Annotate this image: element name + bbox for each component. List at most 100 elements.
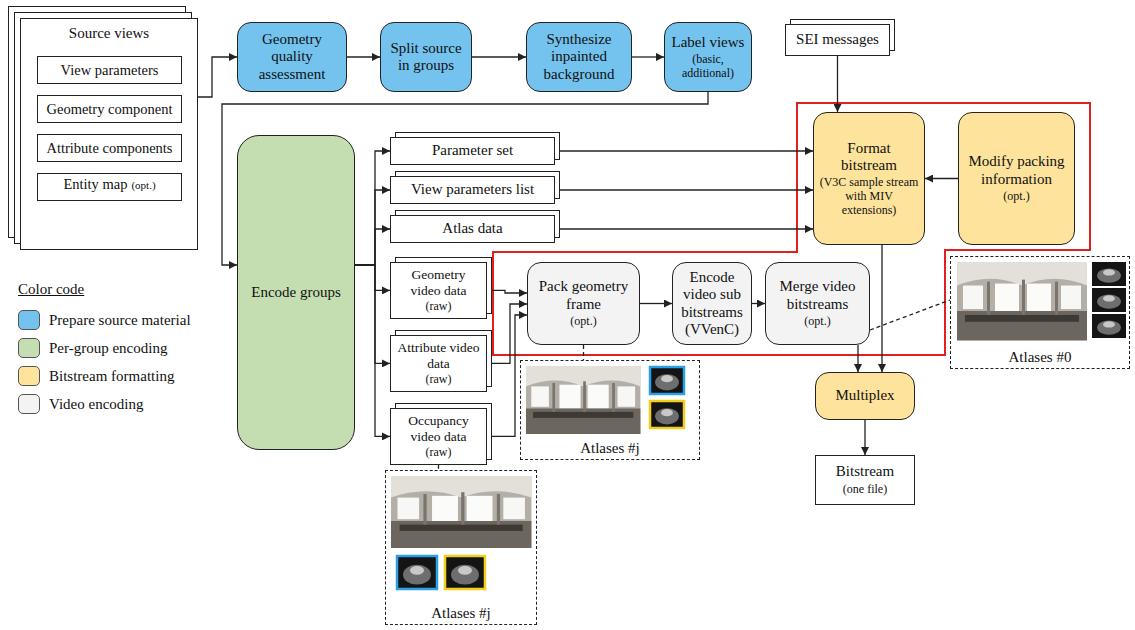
flow-arrow [632,56,664,57]
node-title: Encode video sub bitstreams (VVenC) [678,269,746,338]
data-stack: Parameter set [390,137,555,165]
legend-row: Per-group encoding [18,338,167,358]
prepare-box: Geometry quality assessment [237,22,347,92]
legend-text: Bitstream formatting [49,367,174,385]
node-title: Attribute components [46,140,172,157]
atlas-callout: Atlases #j [520,360,700,460]
format-box: Multiplex [815,372,915,420]
flow-arrow [487,304,527,363]
component-box: Entity map (opt.) [37,173,182,201]
legend-swatch [18,394,40,414]
node-note: (opt.) [131,179,155,192]
flow-arrow [487,315,527,436]
flow-arrow [881,245,882,372]
atlas-texture [526,366,640,434]
node-note: (opt.) [804,315,830,329]
node-title: Occupancy video data [396,413,481,444]
legend-row: Video encoding [18,394,144,414]
node-note: (raw) [426,300,452,314]
node-title: Atlases #j [580,440,640,457]
flow-arrow [355,190,390,265]
flow-arrow [198,57,237,97]
node-title: Geometry video data [396,267,481,298]
node-note: (raw) [426,373,452,387]
data-stack: SEI messages [785,24,890,56]
output-box: Bitstream (one file) [815,455,915,505]
source-stack: Source viewsView parametersGeometry comp… [20,18,198,250]
atlas-callout: Atlases #0 [950,256,1130,369]
legend-text: Per-group encoding [49,339,167,357]
atlas-depth [1092,288,1126,312]
node-title: SEI messages [796,31,879,48]
node-title: Geometry quality assessment [243,31,341,83]
depth-frame-yellow [445,556,485,589]
format-box: Format bitstream(V3C sample stream with … [813,112,925,245]
flow-arrow [355,265,390,290]
depth-frame-blue [397,556,437,589]
node-title: Geometry component [46,101,172,118]
leader-line [583,345,584,360]
flow-arrow [487,290,527,293]
atlas-texture [391,476,531,548]
legend-row: Bitstream formatting [18,366,174,386]
node-title: Attribute video data [396,340,481,371]
flow-arrow [347,56,380,57]
encode-box: Encode groups [237,135,355,450]
flow-arrow [837,56,838,112]
node-title: Pack geometry frame [533,278,634,313]
node-title: Atlases #j [431,605,491,622]
legend-heading: Color code [18,280,84,298]
atlas-depth [445,556,485,589]
node-title: Entity map [63,176,127,193]
node-title: Parameter set [432,142,513,159]
component-box: Geometry component [37,95,182,123]
flow-arrow [472,56,526,57]
flow-arrow [355,151,390,265]
leader-line [870,300,950,330]
node-title: Source views [69,25,149,42]
depth-frame-yellow [650,401,684,428]
node-note: (opt.) [1003,190,1029,204]
video-box: Pack geometry frame (opt.) [527,262,640,345]
node-note: (opt.) [570,315,596,329]
atlas-depth [650,367,684,394]
flow-arrow [864,420,865,455]
node-title: Label views [672,34,745,51]
video-box: Encode video sub bitstreams (VVenC) [672,262,752,345]
data-stack: Geometry video data (raw) [390,262,487,319]
format-box: Modify packing information (opt.) [958,112,1075,245]
prepare-box: Synthesize inpainted background [526,22,632,92]
flow-arrow [640,303,672,304]
flow-arrow [555,189,813,190]
highlight-outline [493,103,1090,355]
flow-arrow [857,345,858,372]
atlas-callout: Atlases #j [385,470,537,625]
node-title: Modify packing information [964,153,1069,188]
prepare-box: Label views (basic, additional) [664,22,752,92]
component-box: Attribute components [37,134,182,162]
component-box: View parameters [37,56,182,84]
legend-text: Video encoding [49,395,144,413]
node-title: Merge video bitstreams [771,278,864,313]
node-title: Split source in groups [386,40,466,75]
flow-arrow [355,265,390,363]
node-title: Atlas data [442,220,502,237]
legend-swatch [18,366,40,386]
flow-arrow [555,228,813,229]
legend-text: Prepare source material [49,311,191,329]
node-note: (basic, additional) [670,53,746,81]
node-note: (one file) [843,483,887,497]
atlas-texture [957,262,1087,340]
node-title: View parameters list [411,181,534,198]
data-stack: Attribute video data (raw) [390,335,487,392]
node-title: Format bitstream [819,140,919,175]
node-title: Encode groups [251,284,341,301]
node-title: Bitstream [836,463,894,480]
node-title: Multiplex [835,387,894,404]
node-title: Synthesize inpainted background [532,31,626,83]
flow-arrow [925,178,958,179]
flow-arrow [555,150,813,151]
node-note: (V3C sample stream with MIV extensions) [819,176,919,217]
depth-frame-blue [650,367,684,394]
legend-swatch [18,310,40,330]
